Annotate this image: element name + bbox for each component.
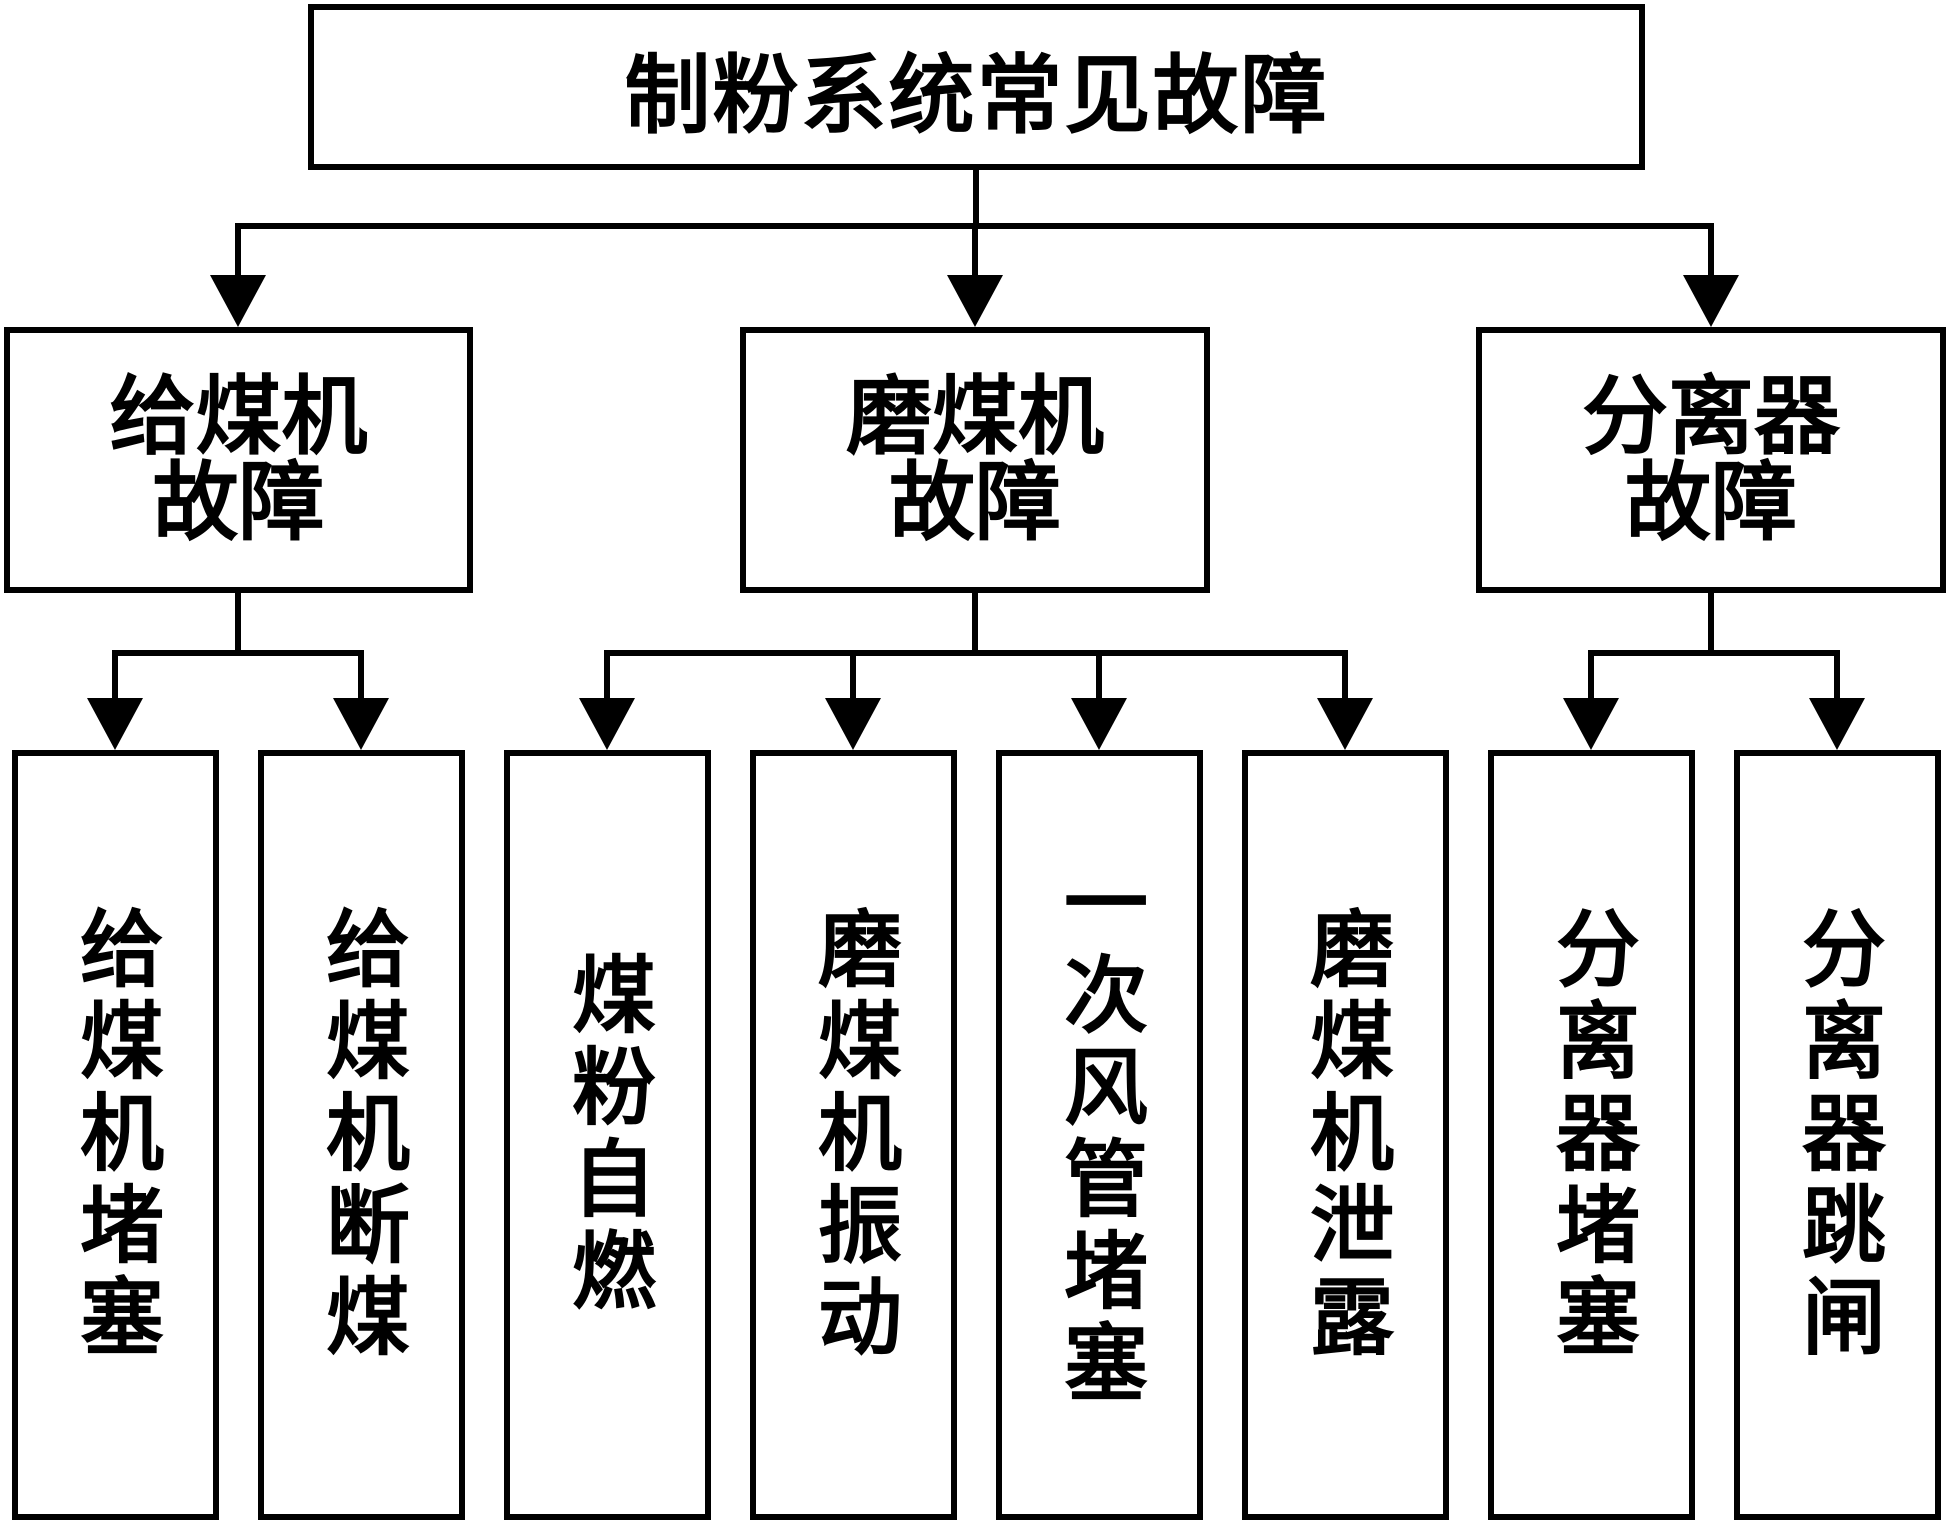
- connector-arrow-category-2-head: [1683, 275, 1739, 327]
- leaf-label: 磨煤机泄露: [1296, 905, 1396, 1365]
- leaf-node-mill-vibration: 磨煤机振动: [750, 750, 957, 1520]
- category-node-mill: 磨煤机 故障: [740, 327, 1210, 593]
- root-node-label: 制粉系统常见故障: [624, 44, 1329, 146]
- leaf-label: 磨煤机振动: [804, 905, 904, 1365]
- category-node-separator: 分离器 故障: [1476, 327, 1946, 593]
- category-mill-line2: 故障: [889, 452, 1061, 553]
- connector-arrow-category-0-head: [210, 275, 266, 327]
- category-separator-line2: 故障: [1625, 452, 1797, 553]
- leaf-label: 一次风管堵塞: [1050, 859, 1150, 1411]
- connector-arrow-leaf-5-head: [1317, 698, 1373, 750]
- leaf-label: 分离器跳闸: [1788, 905, 1888, 1365]
- leaf-label: 分离器堵塞: [1542, 905, 1642, 1365]
- category-node-feeder: 给煤机 故障: [4, 327, 473, 593]
- root-node: 制粉系统常见故障: [308, 4, 1645, 170]
- leaf-node-separator-trip: 分离器跳闸: [1734, 750, 1941, 1520]
- category-feeder-line1: 给煤机: [109, 366, 368, 467]
- connector-arrow-leaf-7-head: [1809, 698, 1865, 750]
- connector-arrow-leaf-4-head: [1071, 698, 1127, 750]
- category-node-mill-label: 磨煤机 故障: [846, 374, 1104, 546]
- connector-arrow-leaf-6-head: [1563, 698, 1619, 750]
- connector-arrow-leaf-3-head: [825, 698, 881, 750]
- category-node-separator-label: 分离器 故障: [1582, 374, 1840, 546]
- leaf-node-pulverized-coal-self-ignition: 煤粉自燃: [504, 750, 711, 1520]
- connector-arrow-leaf-1-head: [333, 698, 389, 750]
- leaf-node-feeder-blockage: 给煤机堵塞: [12, 750, 219, 1520]
- leaf-label: 给煤机断煤: [312, 905, 412, 1365]
- connector-arrow-leaf-2-head: [579, 698, 635, 750]
- leaf-label: 给煤机堵塞: [66, 905, 166, 1365]
- leaf-node-separator-blockage: 分离器堵塞: [1488, 750, 1695, 1520]
- leaf-node-feeder-coal-interruption: 给煤机断煤: [258, 750, 465, 1520]
- category-mill-line1: 磨煤机: [846, 366, 1104, 467]
- leaf-node-primary-air-pipe-blockage: 一次风管堵塞: [996, 750, 1203, 1520]
- category-separator-line1: 分离器: [1582, 366, 1840, 467]
- category-node-feeder-label: 给煤机 故障: [110, 374, 368, 546]
- connector-arrow-leaf-0-head: [87, 698, 143, 750]
- category-feeder-line2: 故障: [152, 452, 325, 553]
- connector-arrow-category-1-head: [947, 275, 1003, 327]
- leaf-label: 煤粉自燃: [558, 951, 658, 1319]
- leaf-node-mill-leakage: 磨煤机泄露: [1242, 750, 1449, 1520]
